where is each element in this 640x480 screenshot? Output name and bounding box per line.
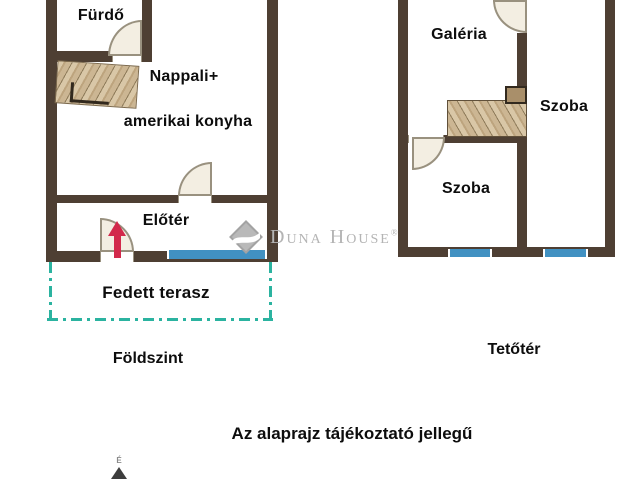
staircase-step-outline: [69, 82, 111, 105]
disclaimer-note: Az alaprajz tájékoztató jellegű: [231, 424, 473, 443]
north-arrow-triangle: [111, 467, 127, 479]
bathroom-door: [108, 20, 142, 56]
watermark-brand-text: Duna House: [270, 226, 391, 248]
attic-window-left: [448, 249, 492, 257]
wall-left: [46, 0, 57, 262]
wall-right: [267, 0, 278, 262]
terrace-outline-left: [49, 262, 52, 322]
attic-title: Tetőtér: [487, 341, 541, 358]
hall-label: Előtér: [142, 212, 190, 229]
bathroom-door-opening: [112, 51, 142, 62]
terrace-outline-bottom: [47, 318, 273, 321]
gallery-floor-wall: [444, 135, 527, 143]
attic-room-door: [412, 137, 445, 170]
ground-floor-title: Földszint: [112, 350, 184, 367]
entrance-arrow-icon: [108, 221, 126, 236]
staircase-attic-landing: [505, 86, 527, 104]
attic-wall-left: [398, 0, 408, 257]
bathroom-label: Fürdő: [77, 7, 125, 24]
attic-wall-right: [605, 0, 615, 257]
duna-house-watermark: Duna House®: [270, 226, 398, 249]
living-room-label-line1: Nappali+: [149, 68, 219, 85]
gallery-door: [493, 0, 527, 33]
wall-bottom: [46, 251, 278, 262]
bathroom-wall-right: [142, 0, 152, 62]
living-door-opening: [178, 195, 212, 203]
hall-window: [167, 250, 267, 259]
living-room-label-line2: amerikai konyha: [123, 113, 253, 130]
attic-wall-bottom: [398, 247, 615, 257]
terrace-outline-right: [269, 262, 272, 321]
room-right-label: Szoba: [539, 98, 589, 115]
bathroom-wall-bottom: [46, 51, 152, 62]
entrance-arrow-shaft: [114, 234, 121, 258]
staircase-ground-floor: [54, 60, 140, 109]
hall-dividing-wall: [57, 195, 267, 203]
staircase-attic: [447, 100, 527, 137]
duna-house-logo-icon: [229, 220, 263, 254]
room-lower-label: Szoba: [441, 180, 491, 197]
north-letter: É: [116, 456, 122, 465]
attic-window-right: [543, 249, 588, 257]
gallery-label: Galéria: [431, 26, 487, 43]
living-room-door: [178, 162, 212, 196]
registered-mark: ®: [390, 227, 398, 238]
north-arrow-icon: É: [105, 456, 133, 480]
terrace-label: Fedett terasz: [102, 283, 210, 302]
